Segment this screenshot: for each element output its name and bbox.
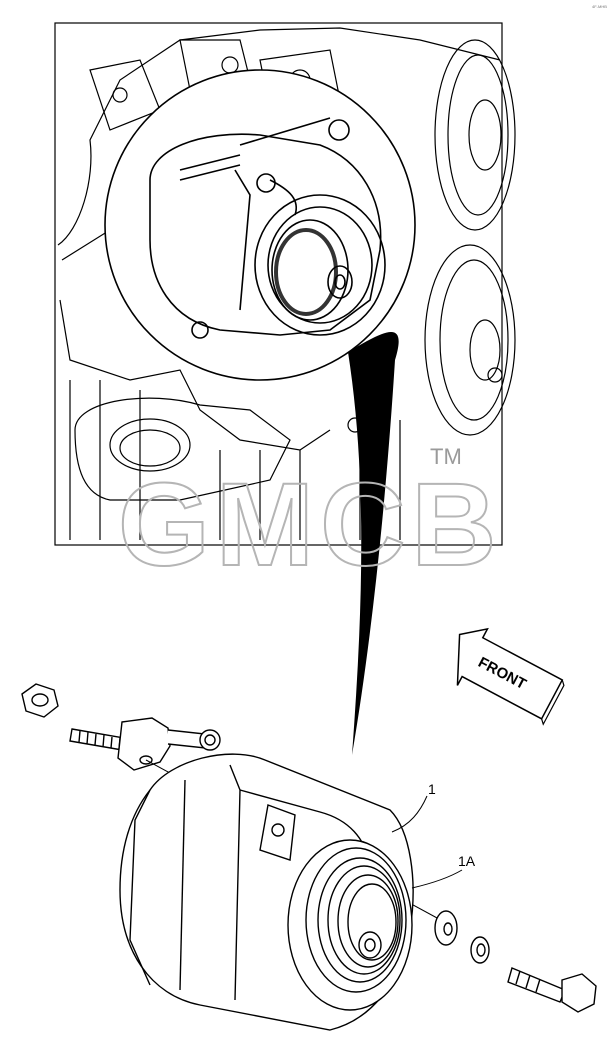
callout-1a: 1A bbox=[411, 853, 476, 889]
callout-1: 1 bbox=[391, 781, 436, 833]
callout-label-1a: 1A bbox=[458, 853, 476, 869]
pointer-arrow bbox=[348, 331, 399, 755]
lock-washer bbox=[470, 936, 490, 964]
hex-nut bbox=[21, 683, 59, 718]
figure-code: 4F-MHB bbox=[592, 4, 607, 9]
exploded-parts bbox=[21, 683, 597, 1031]
alternator bbox=[119, 753, 414, 1031]
front-direction-arrow: FRONT bbox=[456, 627, 565, 726]
detail-circle bbox=[104, 69, 416, 381]
watermark-text: GMCB bbox=[118, 459, 503, 591]
callout-label-1: 1 bbox=[428, 781, 436, 797]
adjust-bracket bbox=[117, 717, 221, 771]
trademark-symbol: TM bbox=[430, 444, 462, 469]
watermark: GMCB TM bbox=[117, 444, 503, 592]
washer bbox=[434, 910, 458, 946]
pulley-bolt bbox=[507, 967, 597, 1013]
